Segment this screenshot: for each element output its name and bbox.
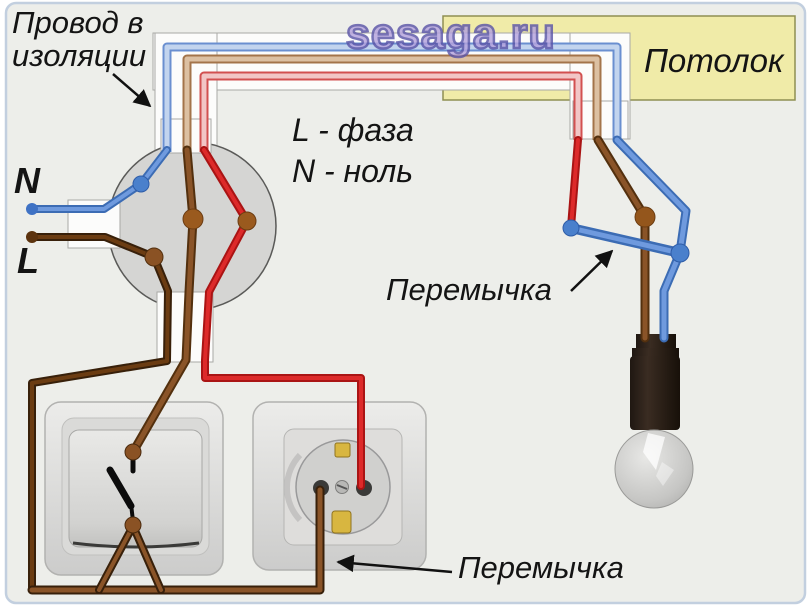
label-jumper-right: Перемычка xyxy=(386,272,552,307)
label-phase-legend: L - фаза N - ноль xyxy=(292,110,414,192)
watermark: sesaga.ru xyxy=(345,9,556,60)
connection-dots xyxy=(26,175,690,534)
dot-lamp-blue-left xyxy=(562,219,580,237)
dot-junction-brown-left xyxy=(144,247,164,267)
label-wire-insulation: Провод в изоляции xyxy=(12,5,147,73)
label-supply-n: N xyxy=(14,160,40,201)
label-jumper-bottom: Перемычка xyxy=(458,550,624,585)
dot-supply-n xyxy=(26,203,38,215)
ground-clip-top xyxy=(334,442,351,458)
arrow-jumper-right xyxy=(570,249,614,292)
wall-switch xyxy=(44,401,224,576)
annotation-arrows xyxy=(112,73,614,574)
dot-junction-blue xyxy=(132,175,150,193)
channel-wires xyxy=(162,42,622,152)
arrow-wire-insulation xyxy=(112,73,152,108)
solid-wires xyxy=(27,135,691,595)
dot-switch-top xyxy=(124,443,142,461)
dot-switch-bottom xyxy=(124,516,142,534)
ground-clip-bottom xyxy=(331,510,352,534)
legend-n-null: N - ноль xyxy=(292,153,414,189)
arrow-jumper-bottom xyxy=(336,554,453,574)
wall-socket xyxy=(252,401,427,571)
dot-lamp-brown xyxy=(634,206,656,228)
label-ceiling: Потолок xyxy=(644,42,784,79)
legend-l-phase: L - фаза xyxy=(292,112,414,148)
dot-supply-l xyxy=(26,231,38,243)
bulb-glass xyxy=(614,429,694,509)
label-supply-l: L xyxy=(17,240,39,281)
dot-lamp-blue-right xyxy=(670,243,690,263)
dot-junction-red xyxy=(237,211,257,231)
dot-junction-brown-mid xyxy=(182,208,204,230)
light-bulb xyxy=(614,334,694,509)
